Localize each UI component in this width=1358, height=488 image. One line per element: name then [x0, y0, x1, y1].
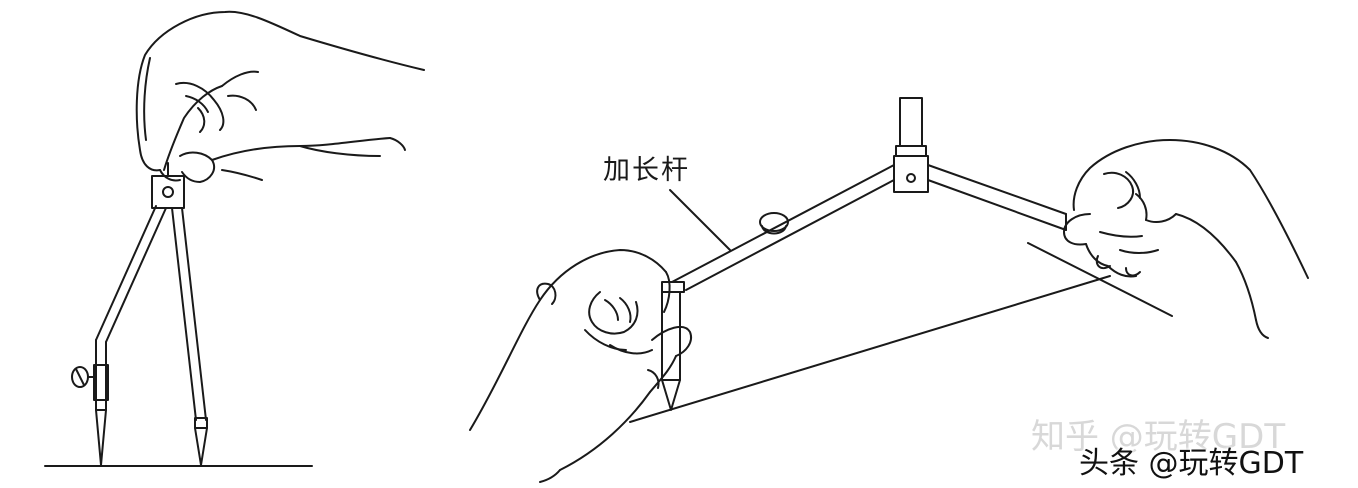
right-right-hand-icon — [1063, 139, 1309, 339]
left-hand-icon — [135, 10, 425, 183]
left-figure — [44, 10, 425, 467]
callout-leader-line — [669, 189, 731, 251]
compass-top-handle-icon — [893, 97, 929, 193]
extension-rod-label: 加长杆 — [603, 155, 690, 186]
right-baseline — [629, 275, 1111, 423]
right-short-line — [1027, 242, 1173, 317]
watermark-main: 头条 @玩转GDT — [1079, 446, 1304, 481]
watermark-faint: 知乎 @玩转GDT — [1031, 417, 1286, 457]
left-compass-icon — [71, 162, 208, 466]
right-left-hand-icon — [469, 249, 692, 483]
right-figure — [469, 97, 1309, 483]
right-compass-arm — [927, 164, 1067, 231]
extension-rod-icon — [661, 164, 895, 411]
